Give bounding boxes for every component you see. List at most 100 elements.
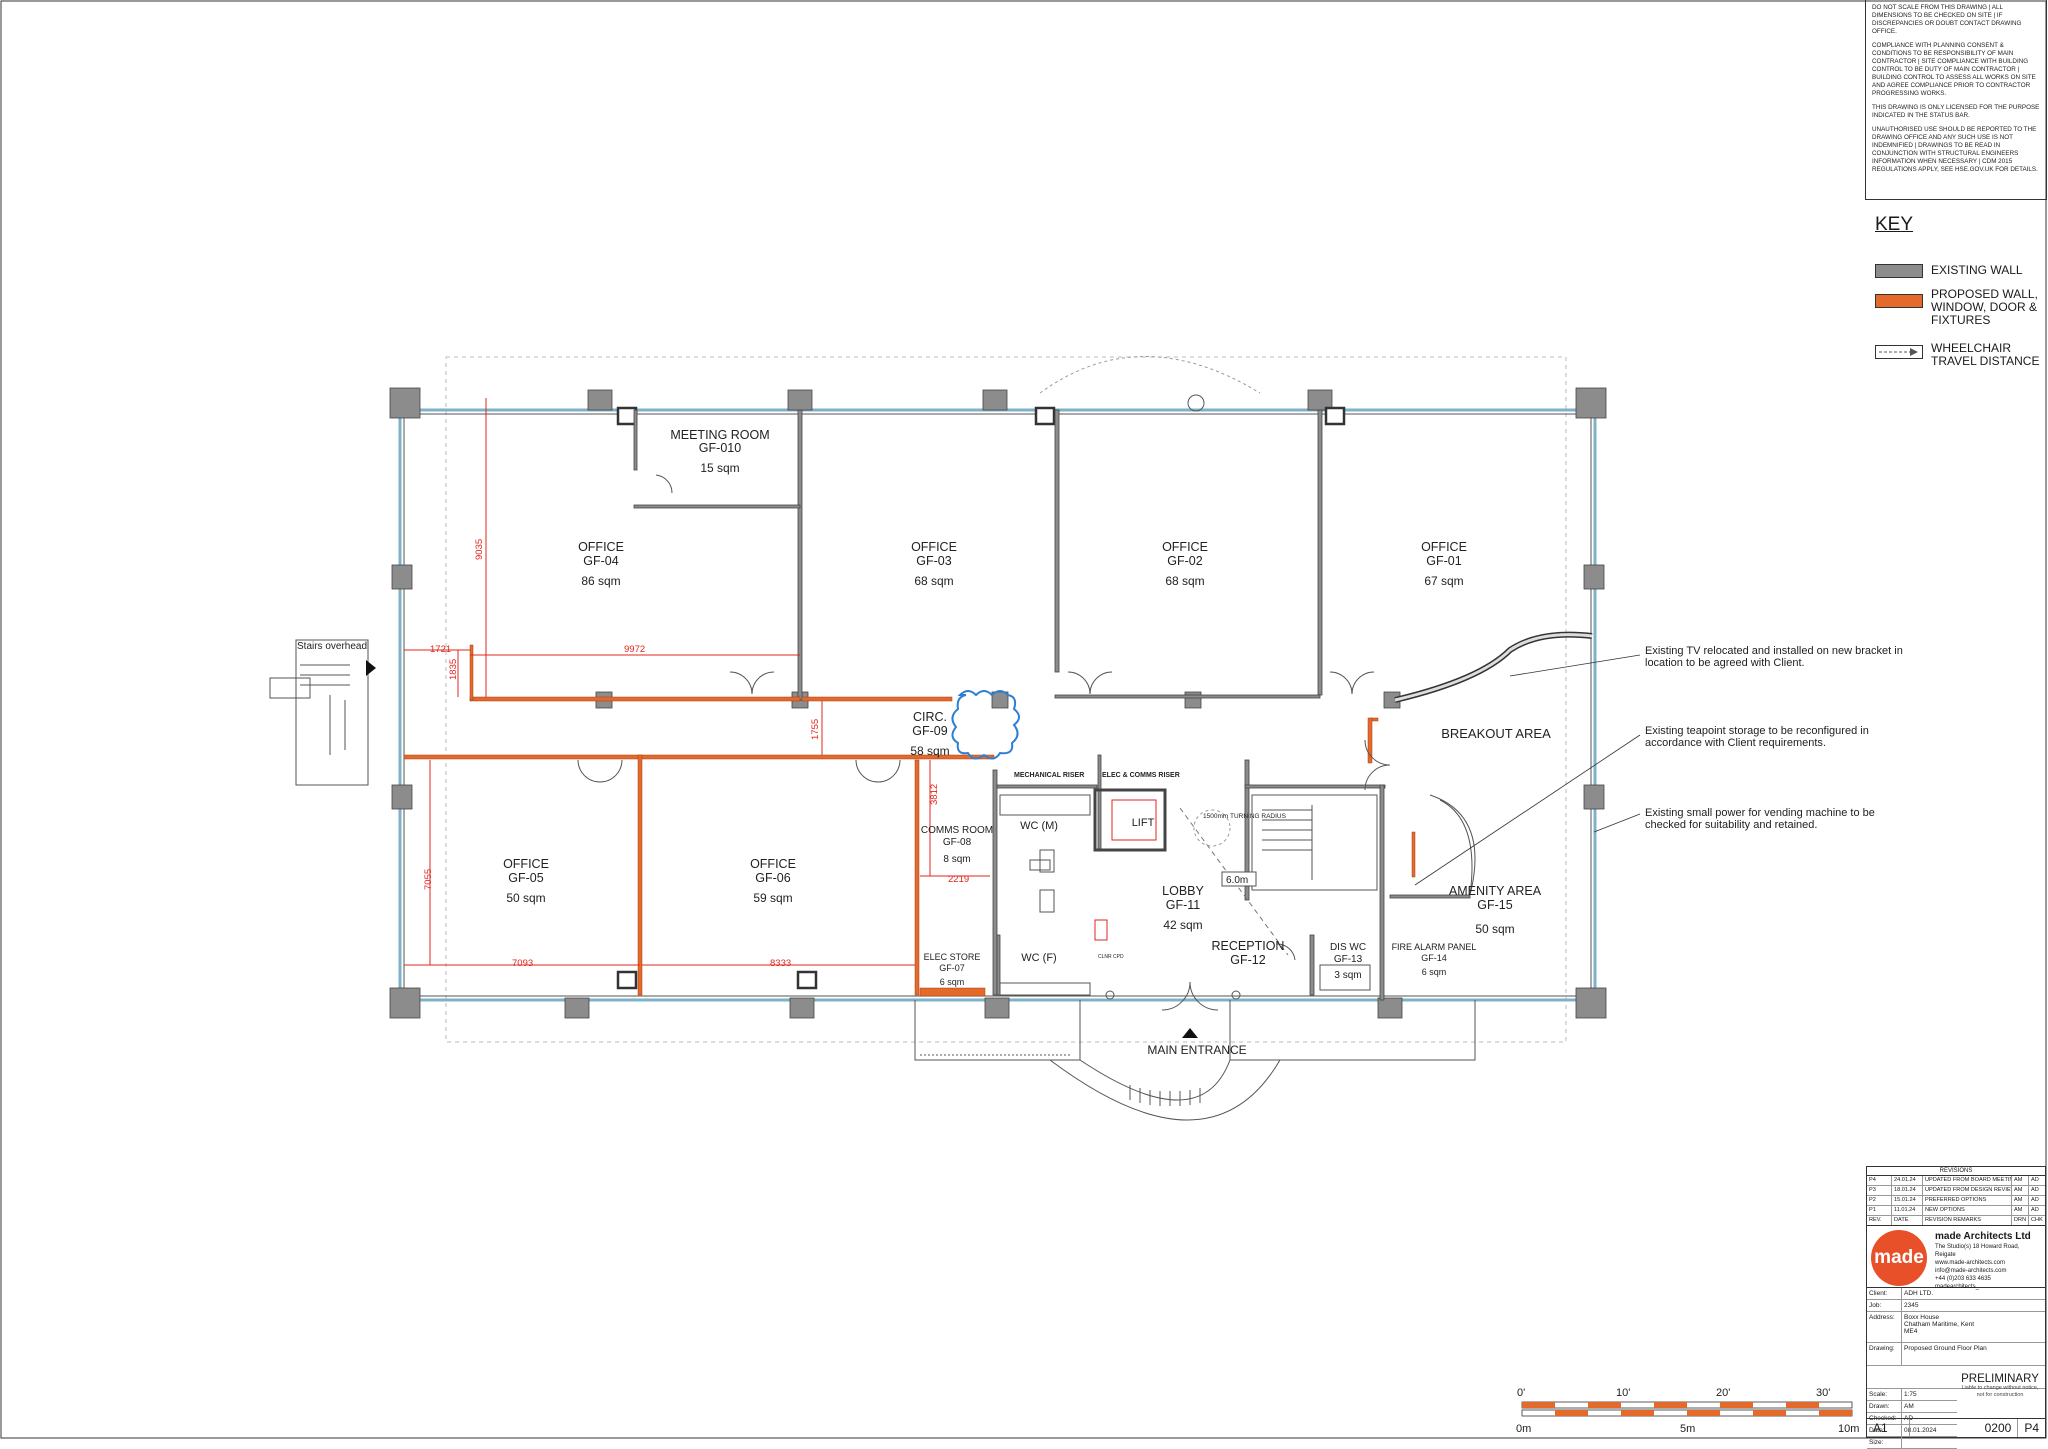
firm-address: The Studio(s) 18 Howard Road, Reigate [1935,1244,2020,1258]
scale-imperial-20: 20' [1716,1387,1730,1399]
status-label: PRELIMINARY [1961,1373,2039,1385]
status-block: PRELIMINARY Liable to change without not… [1957,1373,2043,1399]
room-code-gf08: GF-08 [943,837,972,848]
internal-stair [1251,794,1476,896]
proposed-walls [403,644,1416,997]
existing-walls [633,409,1471,1001]
status-note: Liable to change without notice, not for… [1961,1385,2039,1398]
turning-radius-label: 1500mm TURNING RADIUS [1203,813,1287,820]
callout-teapoint: Existing teapoint storage to be reconfig… [1645,725,1872,749]
room-area-gf06: 59 sqm [753,891,792,905]
proposed-swatch [1875,294,1923,308]
room-area-gf07: 6 sqm [940,977,965,987]
callout-small-power: Existing small power for vending machine… [1645,807,1878,831]
room-name-gf11: LOBBY [1162,884,1204,898]
room-code-gf04: GF-04 [583,554,618,568]
scale-imperial-10: 10' [1616,1387,1630,1399]
columns [389,387,1607,1019]
dim-8333: 8333 [770,958,791,969]
room-code-gf07: GF-07 [939,963,965,973]
breakout-area-label: BREAKOUT AREA [1441,726,1551,741]
key-existing-label: EXISTING WALL [1931,263,2023,277]
stairs-overhead-label: Stairs overhead [297,641,367,652]
callout-tv: Existing TV relocated and installed on n… [1645,645,1906,669]
room-name-gf06: OFFICE [750,857,796,871]
dim-1755: 1755 [810,719,821,740]
dim-3812: 3812 [929,784,940,805]
entrance-canopy [914,1000,1476,1121]
note-3: THIS DRAWING IS ONLY LICENSED FOR THE PU… [1872,104,2040,119]
revision-cloud [951,690,1020,760]
dim-9972: 9972 [624,644,645,655]
firm-phone: +44 (0)203 633 4635 [1935,1276,1991,1282]
note-2: COMPLIANCE WITH PLANNING CONSENT & CONDI… [1872,42,2036,97]
size-row: Size: [1867,1437,1957,1449]
note-1: DO NOT SCALE FROM THIS DRAWING | ALL DIM… [1872,4,2022,35]
wc-f-label: WC (F) [1021,952,1056,964]
room-name-gf14: FIRE ALARM PANEL [1392,942,1477,952]
dim-7055: 7055 [423,869,434,890]
dim-1835: 1835 [448,659,459,680]
ground-floor-plan: 9035 1721 9972 1835 1755 3812 2219 7055 … [269,356,1906,1121]
key-wheelchair: WHEELCHAIR TRAVEL DISTANCE [1875,342,2045,368]
room-code-gf12: GF-12 [1230,953,1265,967]
wheelchair-swatch [1875,345,1923,359]
main-entrance-label: MAIN ENTRANCE [1147,1043,1246,1057]
revision-number: P4 [2024,1421,2039,1435]
room-area-gf11: 42 sqm [1163,918,1202,932]
room-area-gf08: 8 sqm [943,854,970,865]
dim-2219: 2219 [948,874,969,885]
room-area-gf02: 68 sqm [1165,574,1204,588]
drawing-row: Drawing:Proposed Ground Floor Plan [1867,1343,2045,1366]
room-name-gf05: OFFICE [503,857,549,871]
travel-distance-label: 6.0m [1226,875,1248,886]
room-name-gf04: OFFICE [578,540,624,554]
scale-metric-5: 5m [1680,1423,1695,1435]
note-4: UNAUTHORISED USE SHOULD BE REPORTED TO T… [1872,126,2038,173]
room-area-gf09: 58 sqm [910,744,949,758]
firm-details: made made Architects Ltd The Studio(s) 1… [1867,1226,2045,1290]
room-name-gf02: OFFICE [1162,540,1208,554]
scale-metric-10: 10m [1838,1423,1859,1435]
key-proposed: PROPOSED WALL, WINDOW, DOOR & FIXTURES [1875,288,2045,327]
date-row: Date:08.01.2024 [1867,1425,1957,1437]
existing-wall-swatch [1875,264,1923,278]
key-existing-wall: EXISTING WALL [1875,264,2023,278]
scale-imperial-30: 30' [1816,1387,1830,1399]
room-name-gf08: COMMS ROOM [921,825,993,836]
scale-metric-0: 0m [1516,1423,1531,1435]
canopy-arc [1039,356,1261,394]
room-area-gf01: 67 sqm [1424,574,1463,588]
room-area-gf010: 15 sqm [700,461,739,475]
room-code-gf15: GF-15 [1477,898,1512,912]
drawing-number: 0200 [1910,1419,2019,1437]
room-name-gf12: RECEPTION [1212,939,1285,953]
room-area-gf14: 6 sqm [1422,967,1447,977]
room-area-gf13: 3 sqm [1334,970,1361,981]
key-title: KEY [1875,214,1914,235]
room-code-gf010: GF-010 [699,441,741,455]
dim-1721: 1721 [430,644,451,655]
firm-social: madearchitects_ [1935,1284,1980,1290]
room-code-gf11: GF-11 [1166,898,1201,912]
drawn-row: Drawn:AM [1867,1401,1957,1413]
room-name-gf03: OFFICE [911,540,957,554]
room-name-gf09: CIRC. [913,710,947,724]
callouts: Existing TV relocated and installed on n… [1645,645,1906,831]
room-code-gf02: GF-02 [1167,554,1202,568]
general-notes: DO NOT SCALE FROM THIS DRAWING | ALL DIM… [1872,4,2042,180]
room-name-gf010: MEETING ROOM [670,428,769,442]
room-code-gf14: GF-14 [1421,953,1447,963]
dim-9035: 9035 [474,539,485,560]
external-stairs [269,639,376,786]
room-code-gf09: GF-09 [912,724,947,738]
room-name-gf13: DIS WC [1330,942,1366,953]
firm-email: info@made-architects.com [1935,1268,2007,1274]
